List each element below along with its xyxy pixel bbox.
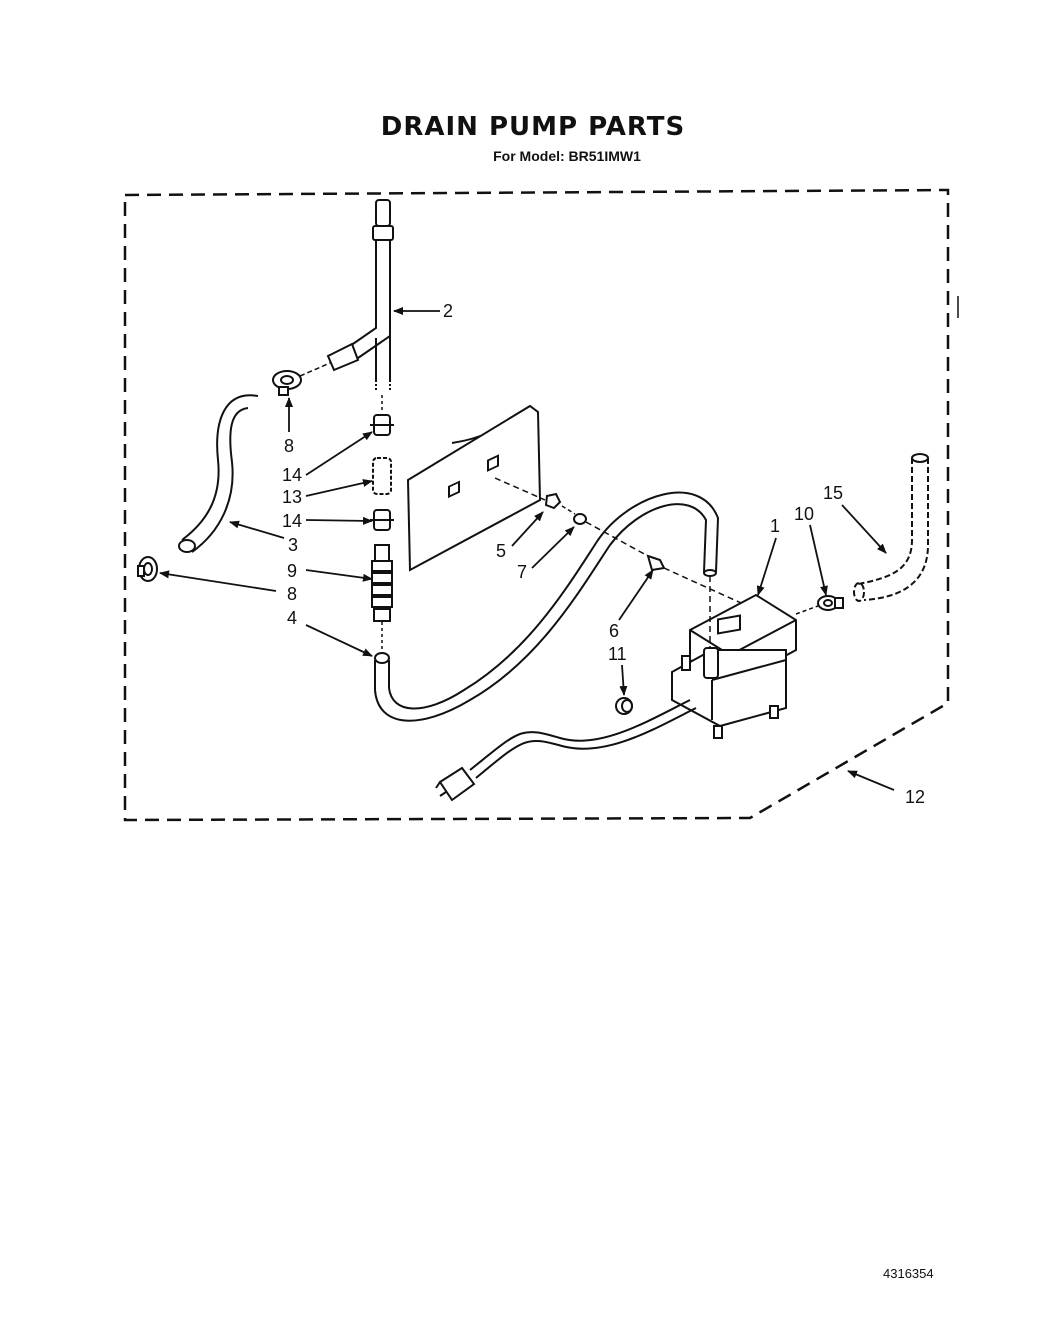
callout-label: 6 [609,621,619,641]
callout-label: 3 [288,535,298,555]
callout-label: 9 [287,561,297,581]
ribbed-adapter-part [371,544,393,622]
callout-label: 8 [284,436,294,456]
callout-label: 11 [608,644,627,664]
power-cord [435,699,697,802]
model-subtitle: For Model: BR51IMW1 [493,148,641,164]
coupling-part [372,457,392,495]
callout-label: 15 [823,483,843,503]
hose-clamp-upper [272,370,302,396]
fitting-upper [370,414,394,436]
grommet-part [615,697,633,715]
callout-label: 7 [517,562,527,582]
callout-label: 2 [443,301,453,321]
callout-label: 14 [282,511,302,531]
outlet-hose-part [853,453,929,602]
callout-label: 5 [496,541,506,561]
kit-boundary [123,188,950,822]
nut-part [544,492,562,510]
curved-hose-part [178,394,259,553]
callout-label: 10 [794,504,814,524]
drain-pump-part [671,593,797,739]
washer-part [573,513,587,525]
document-number: 4316354 [883,1266,934,1281]
callout-labels: 1 2 3 4 5 6 7 8 8 9 10 11 12 13 14 14 15 [282,301,925,807]
leader-lines [159,307,895,791]
fitting-lower [370,509,394,531]
callout-label: 13 [282,487,302,507]
page-title: DRAIN PUMP PARTS [380,112,686,142]
callout-label: 12 [905,787,925,807]
hose-clamp-pump [817,595,844,611]
screw-part [646,554,666,572]
callout-label: 8 [287,584,297,604]
drain-tube-part [326,199,394,392]
callout-label: 4 [287,608,297,628]
hose-clamp-lower [137,556,158,582]
mounting-panel [406,404,542,572]
callout-label: 1 [770,516,780,536]
callout-label: 14 [282,465,302,485]
